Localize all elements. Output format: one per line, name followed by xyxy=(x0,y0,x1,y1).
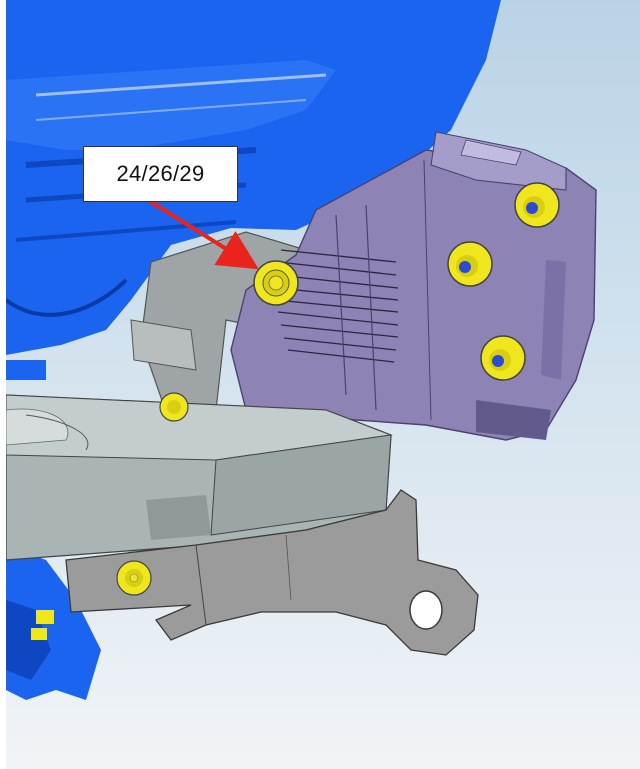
vehicle-body-scan xyxy=(6,0,501,700)
cad-viewport[interactable]: 24/26/29 xyxy=(6,0,640,769)
callout-label-box: 24/26/29 xyxy=(83,146,238,202)
bolt-icon xyxy=(447,241,493,287)
bolt-icon xyxy=(514,182,560,228)
bolt-icon xyxy=(480,335,526,381)
tow-hole xyxy=(409,590,443,630)
bolt-icon xyxy=(253,260,299,306)
callout-label: 24/26/29 xyxy=(116,161,205,186)
bolt-icon xyxy=(116,560,152,596)
callout-arrow xyxy=(146,198,259,270)
cad-scene xyxy=(6,0,640,769)
crossmember xyxy=(6,394,393,561)
bolt-icon xyxy=(159,392,189,422)
lower-tow-bracket xyxy=(65,489,479,656)
